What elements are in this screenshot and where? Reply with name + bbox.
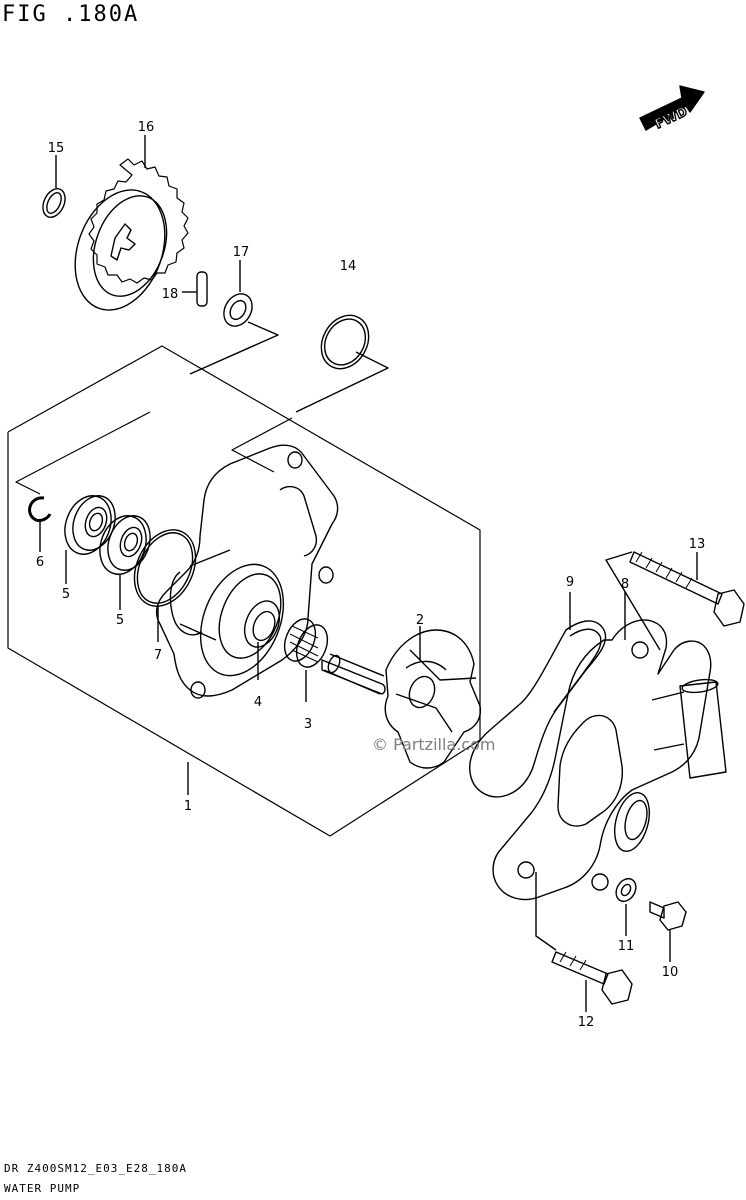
callout-7: 7 — [154, 648, 162, 663]
callout-8: 8 — [621, 577, 629, 592]
part-15-circlip — [42, 155, 66, 218]
callout-1: 1 — [184, 799, 192, 814]
part-5-bearing-outer — [64, 495, 116, 584]
callout-9: 9 — [566, 575, 574, 590]
part-1-assembly-frame — [7, 345, 481, 837]
footer-section-name: WATER PUMP — [4, 1182, 81, 1195]
part-18-dowel-pin — [182, 271, 208, 307]
part-17-washer — [189, 260, 279, 375]
callout-14: 14 — [340, 259, 357, 274]
part-12-bolt — [535, 872, 633, 1012]
callout-11: 11 — [618, 939, 635, 954]
part-6-circlip — [28, 496, 52, 552]
callout-5-inner: 5 — [116, 613, 124, 628]
callout-4: 4 — [254, 695, 262, 710]
callout-17: 17 — [233, 245, 250, 260]
part-2-impeller — [384, 626, 482, 769]
part-13-bolt — [605, 551, 745, 651]
part-9-cover-gasket — [469, 592, 607, 798]
watermark: © Partzilla.com — [372, 735, 495, 754]
callout-10: 10 — [662, 965, 679, 980]
forward-direction-arrow: FWD — [639, 85, 705, 133]
callout-12: 12 — [578, 1015, 595, 1030]
pump-case-body — [155, 444, 339, 699]
part-14-o-ring — [295, 314, 389, 413]
part-11-washer — [615, 877, 637, 936]
part-3-mechanical-seal — [283, 618, 329, 702]
callout-18: 18 — [162, 287, 179, 302]
part-7-o-ring — [133, 529, 197, 642]
part-10-bolt — [649, 901, 687, 962]
part-16-pump-gear — [74, 135, 189, 311]
callout-3: 3 — [304, 717, 312, 732]
figure-title: FIG .180A — [2, 2, 140, 27]
callout-16: 16 — [138, 120, 155, 135]
callout-13: 13 — [689, 537, 706, 552]
pump-shaft — [321, 653, 386, 695]
callout-5-outer: 5 — [62, 587, 70, 602]
pump-cover — [492, 592, 727, 901]
footer-diagram-code: DR Z400SM12_E03_E28_180A — [4, 1162, 187, 1175]
callout-15: 15 — [48, 141, 65, 156]
callout-6: 6 — [36, 555, 44, 570]
callout-2: 2 — [416, 613, 424, 628]
part-5-bearing-inner — [99, 515, 151, 610]
